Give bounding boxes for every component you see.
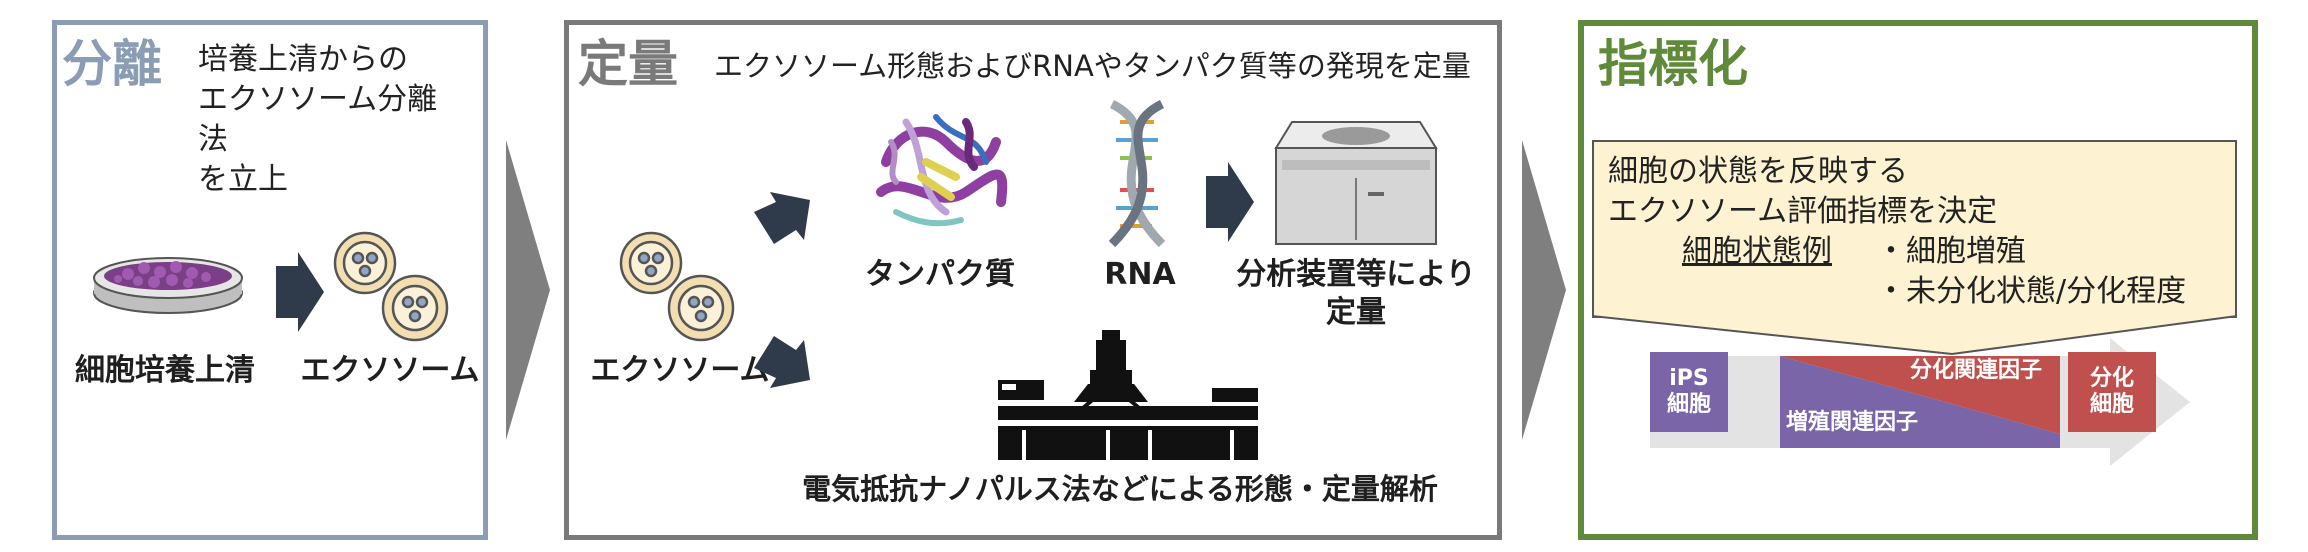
flow-arrow-1 (506, 140, 550, 440)
rna-helix-icon (1108, 99, 1166, 248)
protein-structure-icon (876, 114, 1008, 227)
supernatant-label: 細胞培養上清 (75, 353, 255, 388)
process-arrow-icon (1206, 162, 1254, 242)
analyzer-label: 分析装置等により 定量 (1236, 257, 1476, 330)
callout-example-label: 細胞状態例 (1682, 234, 1832, 269)
analyzer-machine-icon (1274, 121, 1438, 245)
differentiated-cell-label: 分化 細胞 (2089, 366, 2134, 417)
panel-description-quantification: エクソソーム形態およびRNAやタンパク質等の発現を定量 (714, 49, 1471, 83)
rna-label: RNA (1104, 257, 1176, 292)
flow-arrow-2 (1522, 140, 1566, 440)
process-arrow-icon (276, 252, 324, 332)
criteria-callout: 細胞の状態を反映する エクソソーム評価指標を決定 細胞状態例 ・細胞増殖 ・未分… (1592, 140, 2237, 318)
panel-indexing (1578, 20, 2258, 540)
panel-title-indexing: 指標化 (1598, 35, 1748, 93)
panel-title-quantification: 定量 (578, 35, 678, 93)
ips-cell-label: iPS 細胞 (1666, 366, 1711, 417)
upper-factor-label: 分化関連因子 (1910, 358, 2043, 383)
callout-pointer (1591, 315, 2238, 355)
instrument-label: 電気抵抗ナノパルス法などによる形態・定量解析 (802, 472, 1438, 506)
exosome-icon (333, 231, 449, 342)
exosome-icon (619, 231, 735, 342)
petri-dish-icon (93, 257, 243, 314)
exosome-label-1: エクソソーム (300, 353, 480, 388)
nanopulse-instrument-icon (998, 330, 1258, 460)
exosome-label-2: エクソソーム (590, 353, 770, 388)
branch-arrow-down-icon (754, 336, 810, 388)
lower-factor-label: 増殖関連因子 (1786, 410, 1919, 435)
protein-label: タンパク質 (865, 257, 1015, 292)
callout-item-1: ・細胞増殖 (1876, 234, 2026, 269)
callout-line-1: 細胞の状態を反映する (1608, 154, 1908, 189)
differentiation-arrow (1650, 338, 2190, 466)
panel-separation (52, 20, 488, 540)
panel-title-separation: 分離 (62, 35, 162, 93)
differentiated-cell-box (2068, 352, 2156, 432)
ips-cell-box (1650, 352, 1728, 432)
panel-quantification (564, 20, 1502, 540)
callout-line-2: エクソソーム評価指標を決定 (1608, 194, 1998, 229)
branch-arrow-up-icon (754, 192, 810, 244)
panel-description-separation: 培養上清からの エクソソーム分離法 を立上 (198, 42, 438, 197)
callout-item-2: ・未分化状態/分化程度 (1876, 274, 2187, 309)
